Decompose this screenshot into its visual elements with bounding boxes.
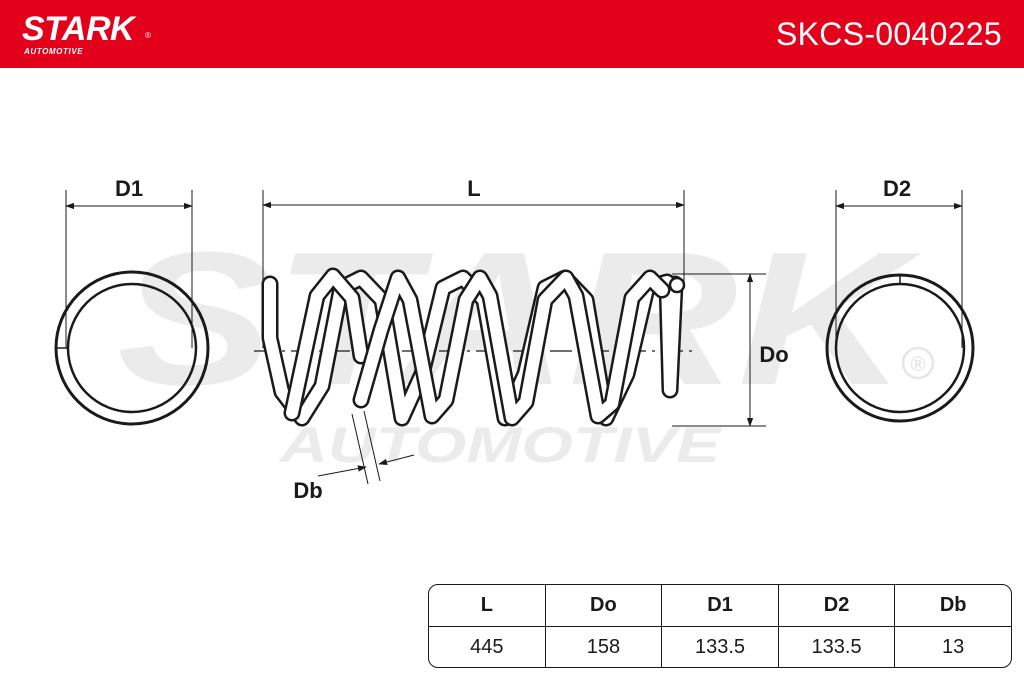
- spec-table: L Do D1 D2 Db 445 158 133.5 133.5 13: [428, 584, 1012, 668]
- spec-value-l: 445: [429, 627, 546, 667]
- dimension-db: [317, 410, 415, 485]
- spec-value-d2: 133.5: [779, 627, 896, 667]
- spec-header-d2: D2: [779, 585, 896, 626]
- dimension-do: [672, 273, 766, 427]
- spec-header-d1: D1: [662, 585, 779, 626]
- coil-spring: [261, 267, 686, 427]
- spec-value-db: 13: [942, 636, 965, 658]
- dimension-d2: [835, 190, 963, 348]
- label-d2: D2: [883, 176, 911, 201]
- dimension-d1: [65, 190, 193, 348]
- spec-table-value-row: 445 158 133.5 133.5 13: [429, 627, 1011, 667]
- logo-registered-mark: ®: [145, 31, 151, 40]
- label-do: Do: [759, 342, 788, 367]
- stark-logo: STARK: [22, 10, 135, 48]
- spec-value-do: 158: [546, 627, 663, 667]
- label-db: Db: [293, 478, 322, 503]
- watermark-reg: ®: [911, 354, 926, 376]
- label-d1: D1: [115, 176, 143, 201]
- spec-value-d1: 133.5: [662, 627, 779, 667]
- spring-diagram: STARK AUTOMOTIVE ® D1 D2 L: [54, 176, 975, 503]
- part-number: SKCS-0040225: [776, 16, 1002, 52]
- header-bar: STARK ® AUTOMOTIVE SKCS-0040225: [0, 0, 1024, 68]
- label-l: L: [467, 176, 480, 201]
- logo-subtitle: AUTOMOTIVE: [24, 47, 84, 56]
- spec-header-do: Do: [546, 585, 663, 626]
- spec-table-header-row: L Do D1 D2 Db: [429, 585, 1011, 627]
- spec-header-db: Db: [939, 594, 967, 616]
- spec-header-l: L: [429, 585, 546, 626]
- watermark-sub: AUTOMOTIVE: [277, 417, 722, 473]
